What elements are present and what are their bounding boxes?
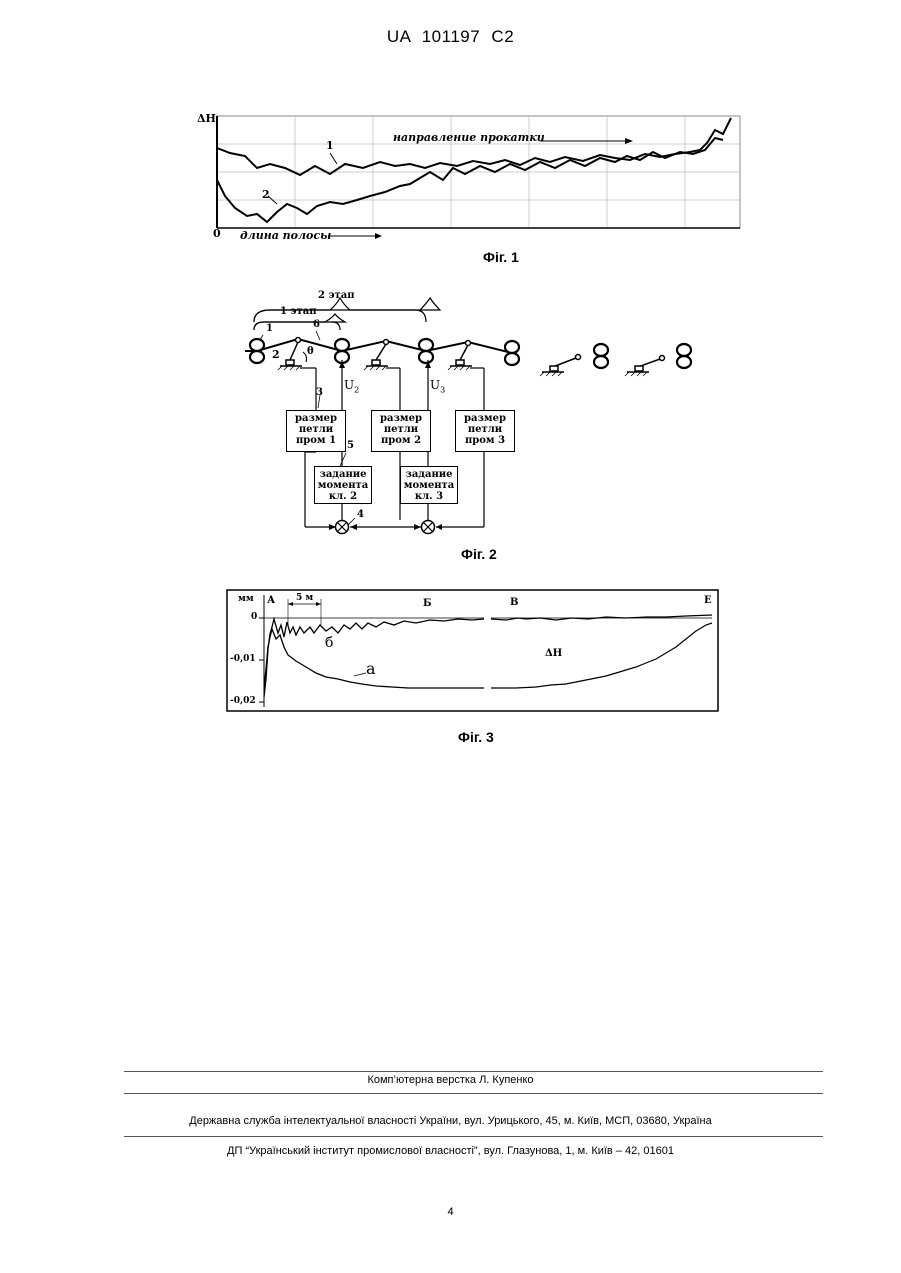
stage-1-label: 1 этап [280,306,317,317]
point-e: Е [704,595,712,606]
stage-2-label: 2 этап [318,290,355,301]
figure-3-caption: Фiг. 3 [458,729,494,745]
curve-1 [217,118,731,175]
ip-service-address: Державна служба інтелектуальної власност… [0,1115,901,1127]
torque-setpoint-box-3: задание момента кл. 3 [400,466,458,504]
curve-a-label: а [366,659,376,678]
point-v: В [510,597,518,608]
footer-rule-3 [124,1136,823,1137]
page-number: 4 [0,1206,901,1218]
u3-label: U3 [430,378,445,394]
footer-rule-2 [124,1093,823,1094]
torque-setpoint-box-2: задание момента кл. 2 [314,466,372,504]
institute-address: ДП “Український інститут промислової вла… [0,1145,901,1157]
u2-sub: 2 [354,385,359,394]
box2-line3: пром 2 [372,435,430,446]
u2-main: U [344,378,354,392]
figure-3-plot [226,589,720,713]
loop-size-box-1: размер петли пром 1 [286,410,346,452]
curve-b-label: б [325,635,333,651]
figure-1-caption: Фiг. 1 [483,249,519,265]
patent-number: UA 101197 C2 [0,27,901,47]
tick-minus-001: -0,01 [230,654,256,664]
u3-sub: 3 [440,385,445,394]
box4-line3: кл. 2 [315,491,371,502]
fig1-direction-label: направление прокатки [393,131,545,144]
fig1-origin-label: 0 [213,227,221,240]
u3-main: U [430,378,440,392]
box5-line1: задание [401,469,457,480]
loop-size-box-3: размер петли пром 3 [455,410,515,452]
box1-line3: пром 1 [287,435,345,446]
box1-line1: размер [287,413,345,424]
box2-line1: размер [372,413,430,424]
box3-line2: петли [456,424,514,435]
curve-1-label: 1 [326,139,334,152]
curve-b-continued [491,615,712,620]
dh-label: ΔH [545,648,562,659]
u2-label: U2 [344,378,359,394]
tick-minus-002: -0,02 [230,696,256,706]
box2-line2: петли [372,424,430,435]
label-3: 3 [316,387,323,398]
point-b: Б [423,598,432,609]
label-4: 4 [357,509,364,520]
span-label: 5 м [296,593,313,603]
theta-label: θ [307,346,314,357]
fig1-y-label: ΔH [197,112,216,125]
figure-2-caption: Фiг. 2 [461,546,497,562]
figure-1-plot [195,108,755,248]
point-a: А [267,595,275,606]
box3-line1: размер [456,413,514,424]
figure-2: 2 этап 1 этап 1 6 2 θ 3 U2 U3 5 4 размер… [240,290,705,548]
figure-3: мм 0 -0,01 -0,02 А 5 м Б В Е б а ΔH [226,589,720,713]
curve-2 [217,138,723,222]
box4-line2: момента [315,480,371,491]
box3-line3: пром 3 [456,435,514,446]
label-2: 2 [272,348,280,361]
footer-rule-1 [124,1071,823,1072]
label-1: 1 [266,323,273,334]
loop-size-box-2: размер петли пром 2 [371,410,431,452]
box5-line3: кл. 3 [401,491,457,502]
layout-credit: Комп’ютерна верстка Л. Купенко [0,1074,901,1086]
box1-line2: петли [287,424,345,435]
unit-label: мм [238,594,254,604]
fig1-x-label: длина полосы [240,229,331,242]
curve-a-continued [491,623,712,688]
curve-2-label: 2 [262,188,270,201]
label-5: 5 [347,440,354,451]
box4-line1: задание [315,469,371,480]
label-6: 6 [313,319,320,330]
figure-1: ΔH 0 направление прокатки длина полосы 1… [195,108,755,248]
tick-0: 0 [251,612,257,622]
box5-line2: момента [401,480,457,491]
